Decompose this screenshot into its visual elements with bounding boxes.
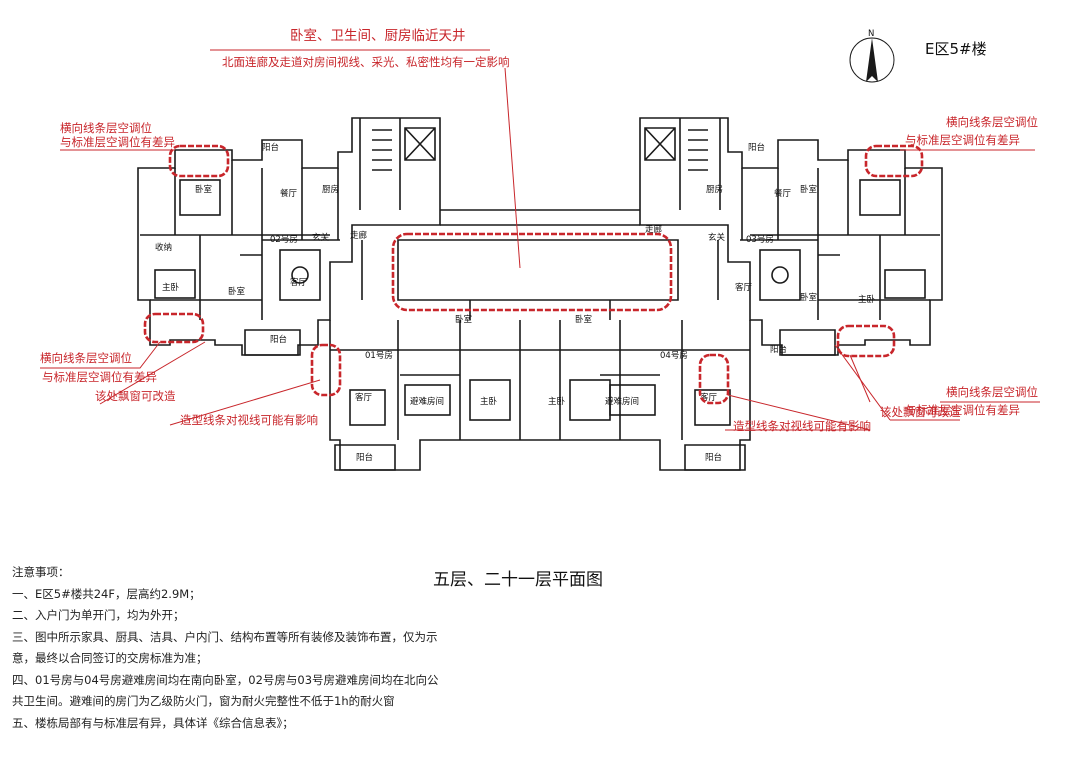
annotation-ac-left-bot: 横向线条层空调位 [40,351,132,365]
annotation-ac-left-top: 与标准层空调位有差异 [60,135,175,149]
room-labels: 阳台 阳台 卧室 卧室 餐厅 餐厅 厨房 厨房 收纳 02号房 03号房 玄关 … [155,142,876,463]
room-label: 主卧 [858,294,876,305]
room-label: 阳台 [270,334,287,345]
annotation-ac-right-top: 与标准层空调位有差异 [905,133,1020,147]
building-label: E区5#楼 [925,40,987,58]
room-label: 主卧 [162,282,180,293]
notes-line: 四、01号房与04号房避难房间均在南向卧室，02号房与03号房避难房间均在北向公 [12,672,439,687]
room-label: 避难房间 [410,396,444,407]
notes-line: 二、入户门为单开门，均为外开； [12,608,185,622]
room-label: 03号房 [746,234,774,245]
leader-lines [40,49,1040,431]
floor-title: 五层、二十一层平面图 [433,570,603,590]
room-label: 厨房 [322,184,339,195]
building-linework [137,117,943,471]
room-label: 阳台 [748,142,765,153]
annotation-ac-right-top: 横向线条层空调位 [946,115,1038,129]
room-label: 阳台 [705,452,722,463]
room-label: 厨房 [706,184,723,195]
annotation-ac-left-bot: 与标准层空调位有差异 [42,370,157,384]
room-label: 02号房 [270,234,298,245]
annotation-ac-right-bot: 与标准层空调位有差异 [905,403,1020,417]
room-label: 卧室 [228,286,246,297]
room-label: 避难房间 [605,396,639,407]
room-label: 走廊 [350,230,368,241]
annotation-line-left: 造型线条对视线可能有影响 [180,413,318,427]
room-label: 餐厅 [280,189,298,199]
room-label: 卧室 [195,184,213,195]
north-label: N [868,29,874,39]
notes-line: 意，最终以合同签订的交房标准为准； [12,651,208,665]
annotation-line-right: 造型线条对视线可能有影响 [733,419,871,433]
room-label: 阳台 [262,142,279,153]
annotation-ac-left-top: 横向线条层空调位 [60,121,152,135]
room-label: 阳台 [356,452,373,463]
room-label: 客厅 [290,277,308,288]
room-label: 玄关 [708,232,726,243]
notes-line: 三、图中所示家具、厨具、洁具、户内门、结构布置等所有装修及装饰布置，仅为示 [12,629,438,644]
highlight-marks [143,144,924,405]
room-label: 客厅 [355,392,373,403]
north-arrow-icon: N [849,29,895,83]
annotation-bay-right: 该处飘窗可改造 [880,405,961,419]
annotation-top-title: 卧室、卫生间、厨房临近天井 [290,27,466,44]
room-label: 卧室 [800,292,818,303]
room-label: 客厅 [735,282,753,293]
room-label: 玄关 [312,232,330,243]
room-label: 餐厅 [774,189,792,199]
room-label: 01号房 [365,350,393,361]
annotation-bay-left: 该处飘窗可改造 [95,389,176,403]
annotations: 卧室、卫生间、厨房临近天井 北面连廊及走道对房间视线、采光、私密性均有一定影响 … [40,27,1038,433]
room-label: 卧室 [455,314,473,325]
room-label: 主卧 [480,396,498,407]
notes-line: 一、E区5#楼共24F，层高约2.9M； [12,586,201,601]
notes-block: 注意事项： 一、E区5#楼共24F，层高约2.9M； 二、入户门为单开门，均为外… [12,562,472,734]
room-label: 客厅 [700,392,718,403]
room-label: 04号房 [660,350,688,361]
room-label: 卧室 [575,314,593,325]
notes-heading: 注意事项： [12,565,70,579]
room-label: 阳台 [770,344,787,355]
annotation-ac-right-bot: 横向线条层空调位 [946,385,1038,399]
room-label: 主卧 [548,396,566,407]
notes-line: 共卫生间。避难间的房门为乙级防火门，窗为耐火完整性不低于1h的耐火窗 [12,694,395,708]
room-label: 走廊 [645,224,663,235]
room-label: 卧室 [800,184,818,195]
room-label: 收纳 [155,242,172,253]
notes-line: 五、楼栋局部有与标准层有异，具体详《综合信息表》； [12,715,294,730]
annotation-top-sub: 北面连廊及走道对房间视线、采光、私密性均有一定影响 [222,55,510,69]
